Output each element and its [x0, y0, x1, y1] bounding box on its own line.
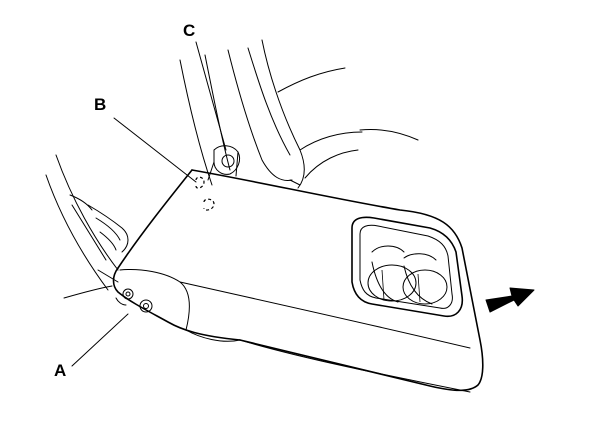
leader-line-b [113, 117, 197, 183]
callout-b: B [94, 95, 106, 114]
front-pivot-bolts [115, 288, 153, 313]
callout-c: C [183, 21, 195, 40]
leader-line-a [71, 313, 129, 367]
hidden-retaining-pins [195, 176, 215, 211]
armrest-body [112, 169, 484, 393]
leader-line-c [195, 41, 227, 151]
pull-direction-arrow-icon [485, 287, 535, 313]
cup-holder [351, 216, 464, 318]
left-seat-frame [45, 154, 129, 299]
hinge-bracket [207, 145, 241, 181]
callout-a: A [54, 361, 66, 380]
